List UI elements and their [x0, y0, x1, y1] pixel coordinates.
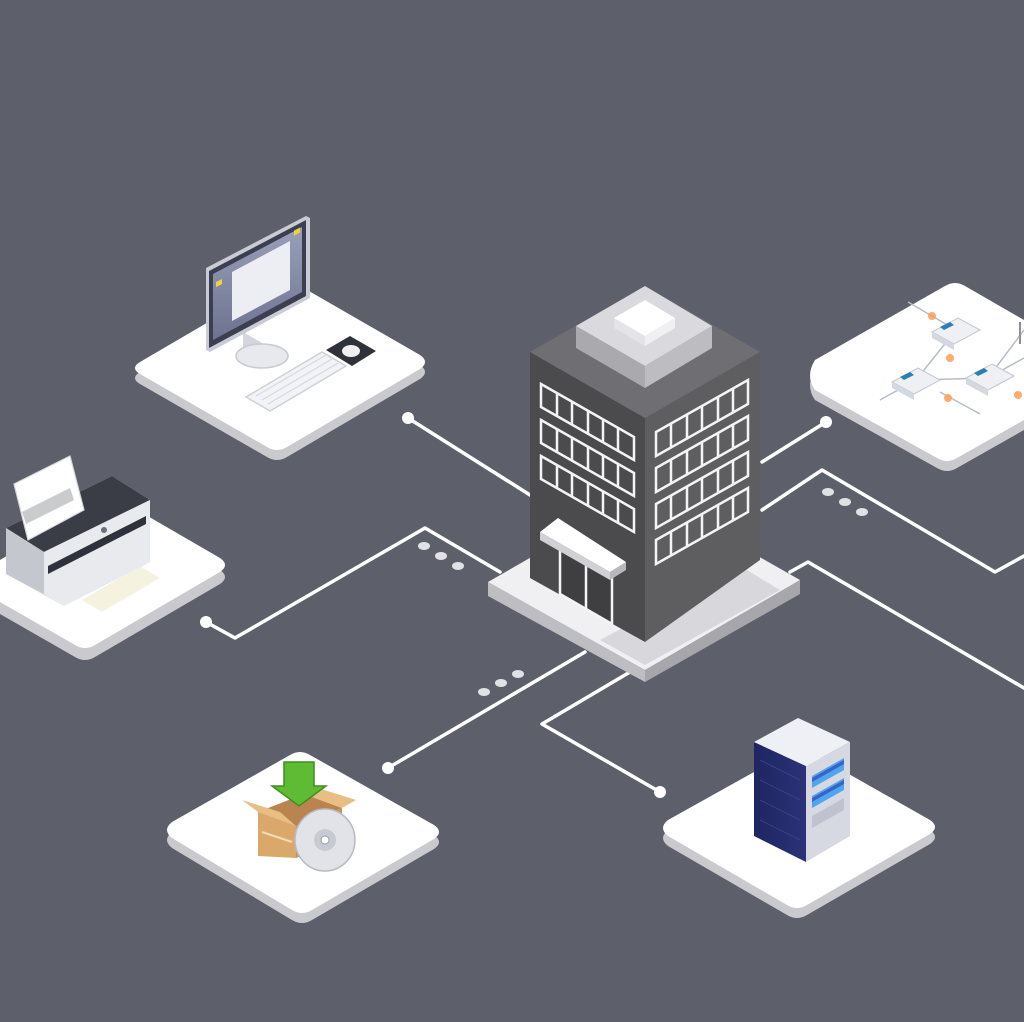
endpoint-dot	[402, 412, 414, 424]
node-server	[663, 718, 935, 918]
node-software	[167, 752, 439, 923]
connector-server	[540, 670, 662, 794]
node-computer	[135, 216, 425, 460]
connector-software	[386, 650, 587, 770]
printer-icon	[6, 455, 160, 612]
endpoint-dot	[200, 616, 212, 628]
node-printer	[0, 455, 225, 660]
desktop-computer-icon	[206, 216, 376, 412]
server-rack-icon	[754, 718, 850, 862]
office-building-icon	[488, 286, 800, 682]
data-flow-dots	[418, 488, 868, 696]
endpoint-dot	[820, 416, 832, 428]
connector-computer	[406, 416, 532, 497]
connector-network-top	[760, 420, 828, 464]
connector-lines	[204, 416, 1024, 794]
node-network	[810, 283, 1024, 471]
connector-printer	[204, 526, 502, 640]
connector-endpoints	[200, 412, 832, 798]
connector-far-right	[788, 560, 1024, 690]
software-package-icon	[242, 761, 356, 872]
connector-network-right	[760, 468, 1024, 574]
endpoint-dot	[382, 762, 394, 774]
network-devices-icon	[879, 301, 1024, 415]
endpoint-dot	[654, 786, 666, 798]
